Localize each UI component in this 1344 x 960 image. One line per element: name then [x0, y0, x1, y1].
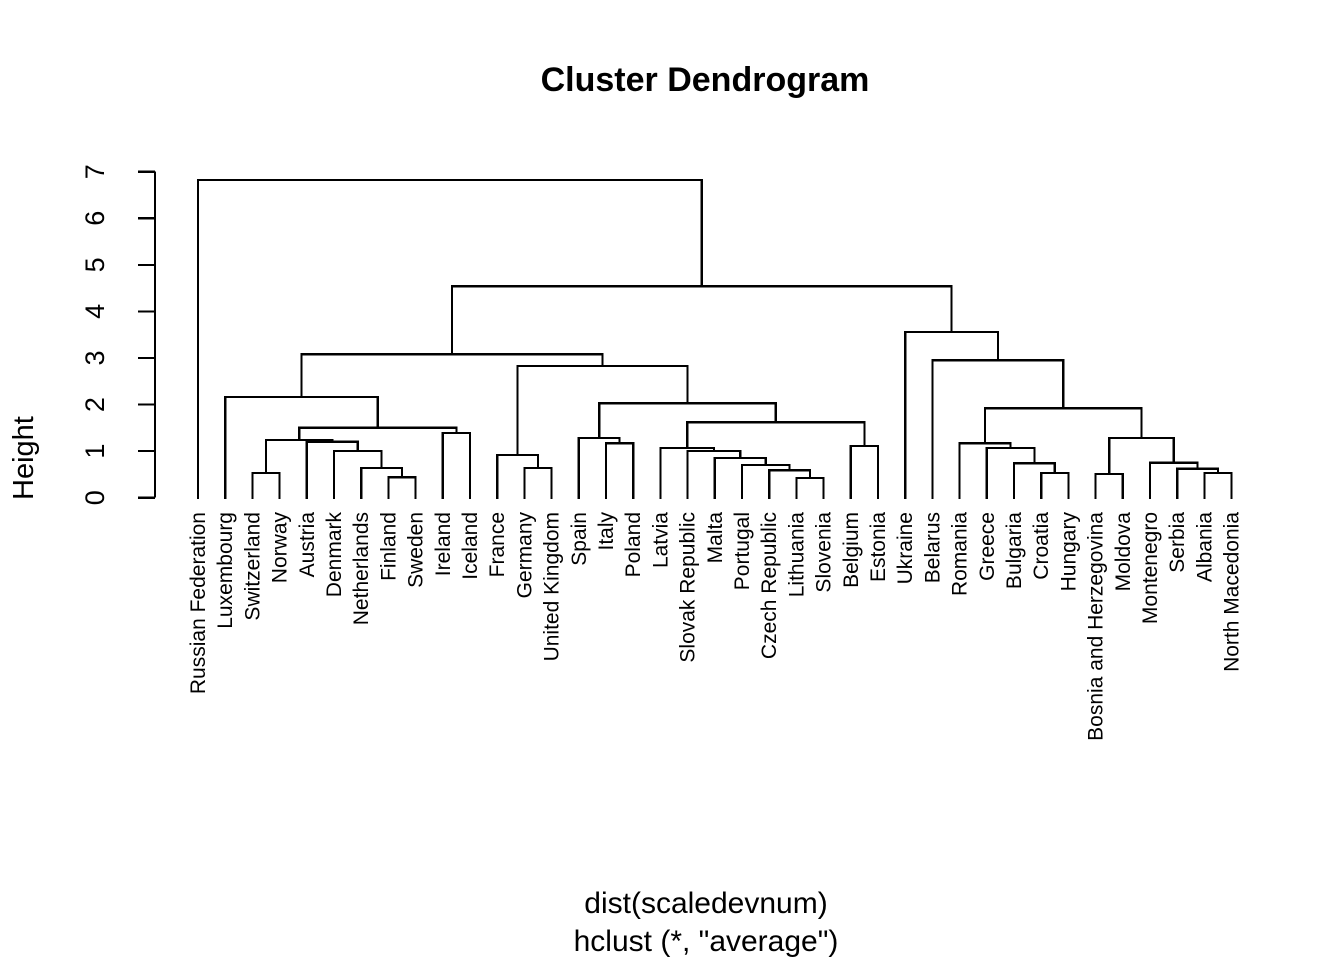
dendrogram-link	[300, 353, 604, 399]
leaf-label-malta: Malta	[704, 512, 727, 564]
y-tick-label-1: 1	[80, 444, 110, 459]
leaf-label-moldova: Moldova	[1112, 512, 1135, 592]
leaf-label-estonia: Estonia	[867, 512, 890, 582]
dendrogram-link	[577, 436, 621, 499]
leaf-label-lithuania: Lithuania	[785, 512, 808, 598]
y-axis-label: Height	[8, 416, 40, 500]
leaf-label-slovak-republic: Slovak Republic	[677, 512, 700, 663]
leaf-label-slovenia: Slovenia	[813, 512, 836, 593]
dendrogram-link	[496, 453, 540, 499]
y-tick-label-7: 7	[80, 164, 110, 179]
y-axis: 0 1 2 3 4 5 6 7	[80, 164, 157, 505]
x-axis-caption-line1: dist(scaledevnum)	[584, 887, 827, 920]
y-tick-label-5: 5	[80, 257, 110, 272]
dendrogram-link	[224, 396, 379, 499]
leaf-label-montenegro: Montenegro	[1139, 512, 1162, 624]
leaf-label-czech-republic: Czech Republic	[758, 512, 781, 659]
leaf-label-bulgaria: Bulgaria	[1003, 512, 1026, 589]
leaf-label-italy: Italy	[595, 512, 618, 551]
y-tick-label-2: 2	[80, 397, 110, 412]
dendrogram-link	[686, 421, 866, 449]
dendrogram-link	[795, 477, 825, 499]
leaf-label-finland: Finland	[377, 512, 400, 581]
dendrogram-link	[450, 285, 953, 356]
leaf-label-latvia: Latvia	[649, 512, 672, 568]
dendrogram-link	[985, 446, 1036, 499]
dendrogram-link	[604, 442, 635, 499]
leaf-label-netherlands: Netherlands	[350, 512, 373, 625]
leaf-label-iceland: Iceland	[459, 512, 482, 580]
dendrogram-link	[904, 330, 999, 499]
leaf-label-austria: Austria	[296, 512, 319, 578]
leaf-label-switzerland: Switzerland	[241, 512, 264, 621]
y-tick-label-6: 6	[80, 211, 110, 226]
leaf-label-greece: Greece	[976, 512, 999, 581]
leaf-label-spain: Spain	[568, 512, 591, 566]
dendrogram-link	[196, 178, 703, 499]
dendrogram-link	[332, 450, 383, 499]
leaf-label-sweden: Sweden	[405, 512, 428, 588]
y-tick-label-3: 3	[80, 350, 110, 365]
leaf-label-belgium: Belgium	[840, 512, 863, 588]
leaf-label-hungary: Hungary	[1057, 512, 1080, 592]
leaf-label-poland: Poland	[622, 512, 645, 577]
leaf-label-serbia: Serbia	[1166, 512, 1189, 573]
dendrogram-link	[768, 469, 812, 499]
dendrogram-link	[1203, 471, 1233, 499]
dendrogram-link	[1094, 472, 1124, 499]
leaf-label-ireland: Ireland	[432, 512, 455, 576]
leaf-label-north-macedonia: North Macedonia	[1221, 512, 1244, 672]
dendrogram-link	[360, 466, 404, 499]
dendrogram-link	[931, 359, 1065, 499]
leaf-label-united-kingdom: United Kingdom	[541, 512, 564, 661]
dendrogram-link	[958, 442, 1012, 499]
chart-title: Cluster Dendrogram	[541, 61, 870, 99]
leaf-label-denmark: Denmark	[323, 512, 346, 598]
dendrogram-link	[251, 471, 281, 499]
leaf-label-croatia: Croatia	[1030, 512, 1053, 580]
dendrogram-tree	[196, 178, 1233, 499]
leaf-label-belarus: Belarus	[921, 512, 944, 583]
dendrogram-link	[516, 364, 689, 456]
leaf-label-luxembourg: Luxembourg	[214, 512, 237, 629]
leaf-label-norway: Norway	[269, 512, 292, 584]
leaf-label-bosnia-and-herzegovina: Bosnia and Herzegovina	[1085, 512, 1108, 741]
leaf-label-albania: Albania	[1193, 512, 1216, 582]
dendrogram-link	[264, 438, 334, 475]
y-tick-label-4: 4	[80, 304, 110, 319]
leaf-label-germany: Germany	[513, 512, 536, 599]
dendrogram-link	[849, 444, 880, 499]
dendrogram-link	[387, 476, 417, 499]
y-tick-label-0: 0	[80, 490, 110, 505]
dendrogram-link	[298, 426, 458, 442]
dendrogram-link	[1040, 471, 1070, 499]
dendrogram-link	[523, 466, 553, 499]
leaf-label-romania: Romania	[949, 512, 972, 596]
leaf-label-portugal: Portugal	[731, 512, 754, 590]
x-axis-caption-line2: hclust (*, "average")	[574, 925, 839, 958]
leaf-label-ukraine: Ukraine	[894, 512, 917, 584]
leaf-label-france: France	[486, 512, 509, 577]
leaf-label-russian-federation: Russian Federation	[187, 512, 210, 694]
dendrogram-link	[441, 431, 472, 499]
dendrogram-link	[1108, 436, 1175, 476]
dendrogram-link	[1012, 462, 1056, 499]
